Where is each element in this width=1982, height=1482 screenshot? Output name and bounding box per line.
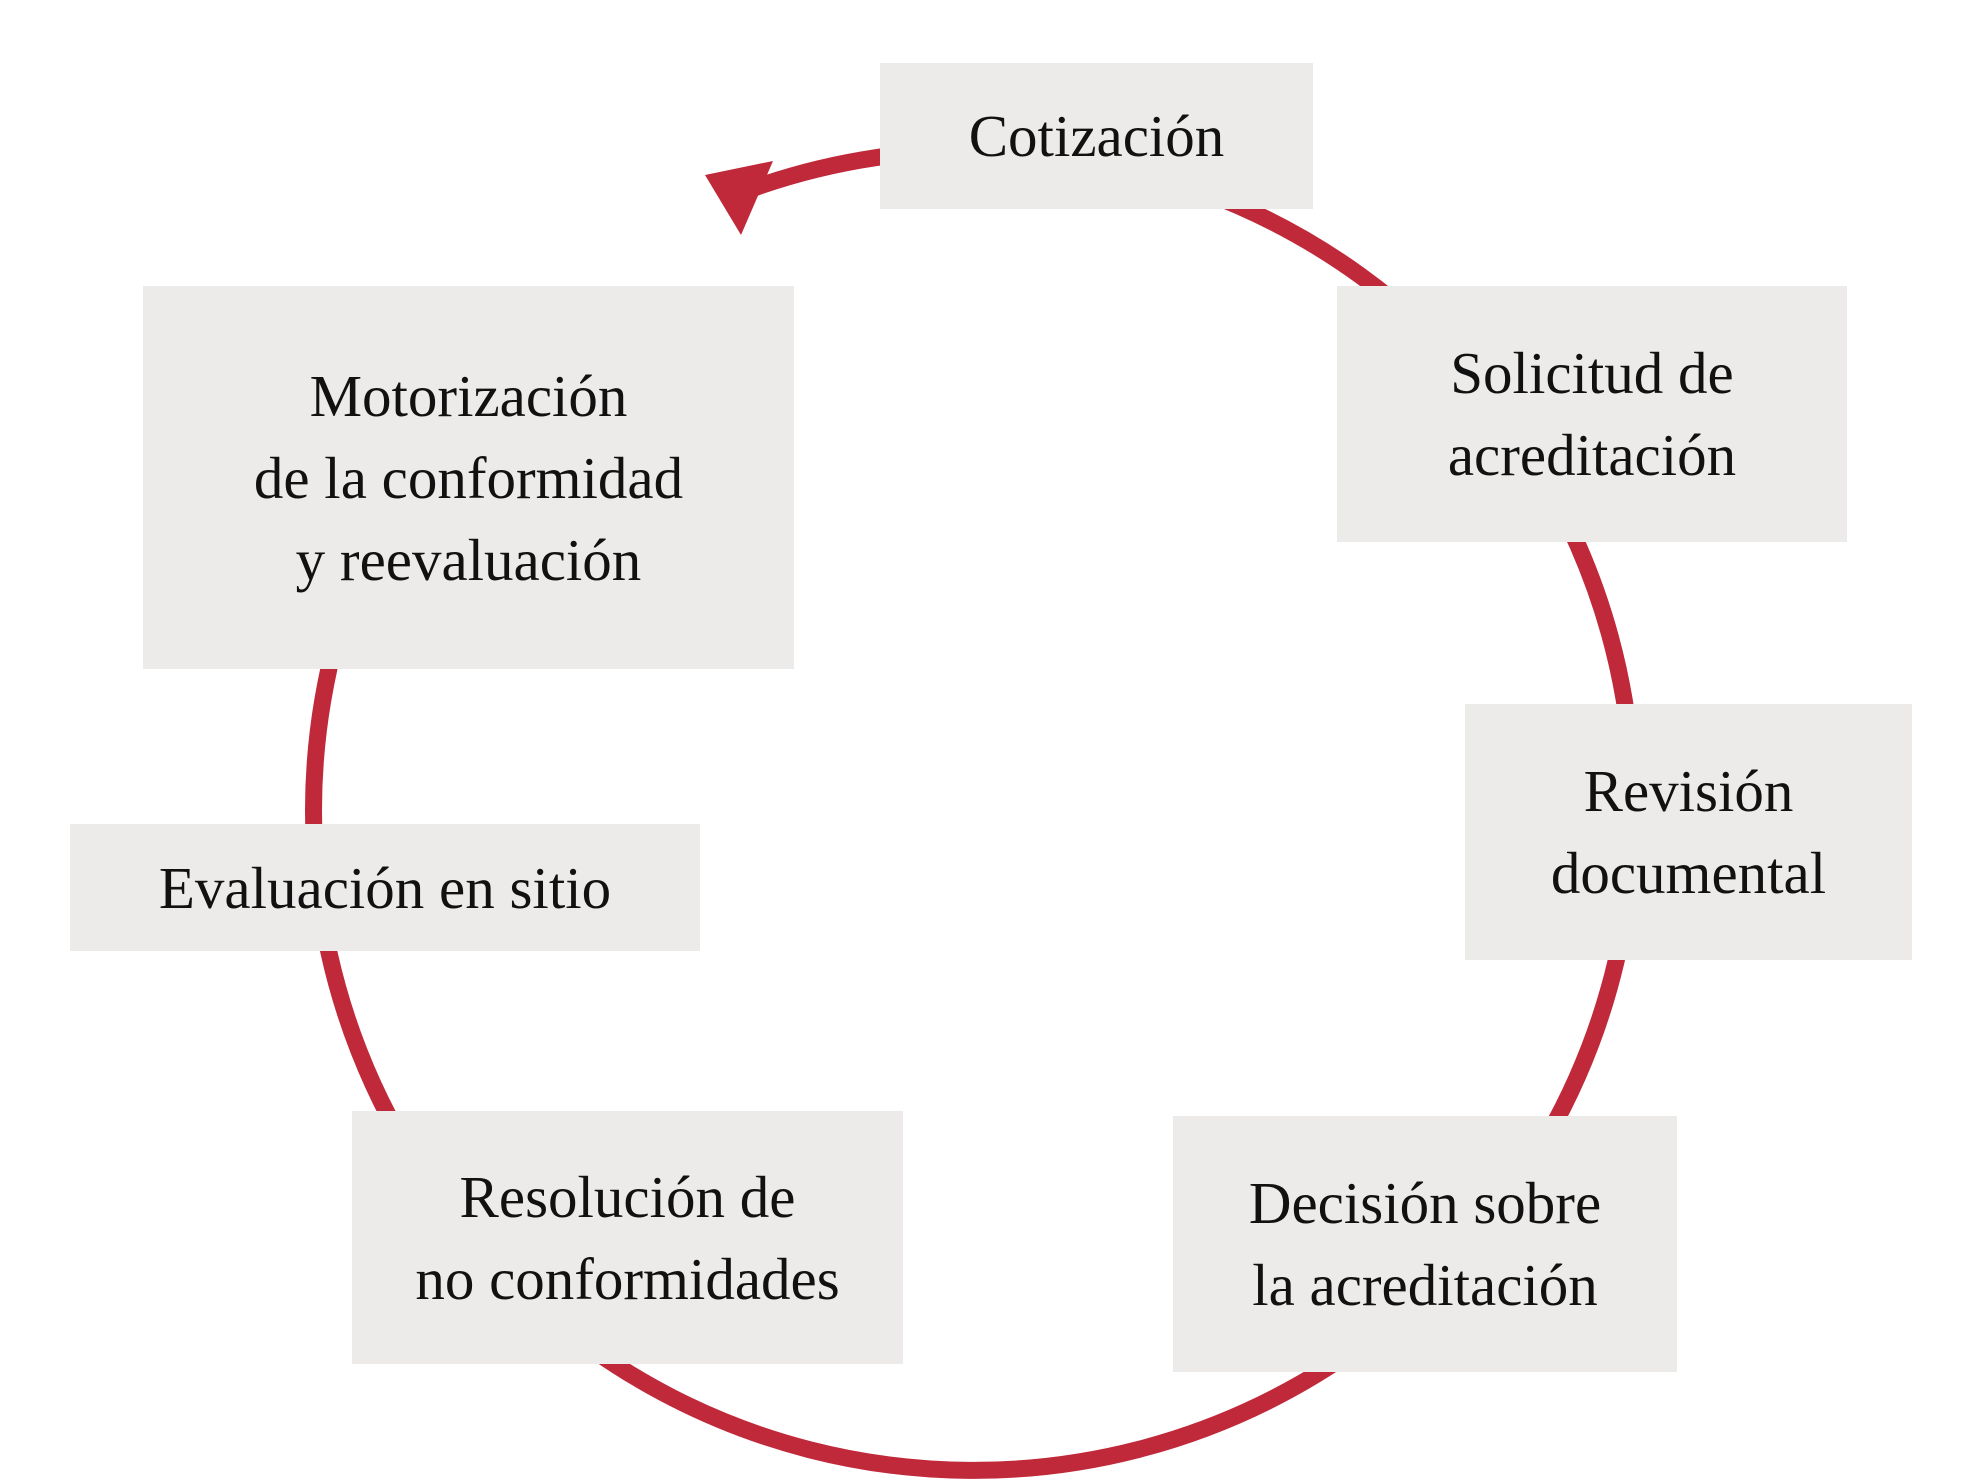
step-evaluacion-label: Evaluación en sitio (158, 854, 612, 921)
step-cotizacion-label: Cotización (968, 103, 1225, 169)
step-resolucion-de-no-conformidades: Resolución de no conformidades (352, 1111, 903, 1364)
step-solicitud-label: Solicitud de acreditación (1447, 340, 1737, 488)
step-motorizacion-label: Motorización de la conformidad y reevalu… (253, 362, 684, 593)
step-revision-label: Revisión documental (1550, 758, 1827, 906)
step-revision-documental: Revisión documental (1465, 704, 1912, 960)
step-resolucion-label: Resolución de no conformidades (415, 1163, 840, 1312)
step-solicitud-de-acreditacion: Solicitud de acreditación (1337, 286, 1847, 542)
step-motorizacion-de-la-conformidad: Motorización de la conformidad y reevalu… (143, 286, 794, 669)
step-decision-sobre-la-acreditacion: Decisión sobre la acreditación (1173, 1116, 1677, 1372)
step-evaluacion-en-sitio: Evaluación en sitio (70, 824, 700, 951)
step-cotizacion: Cotización (880, 63, 1313, 209)
step-decision-label: Decisión sobre la acreditación (1248, 1170, 1602, 1318)
cycle-arrowhead (705, 161, 773, 235)
